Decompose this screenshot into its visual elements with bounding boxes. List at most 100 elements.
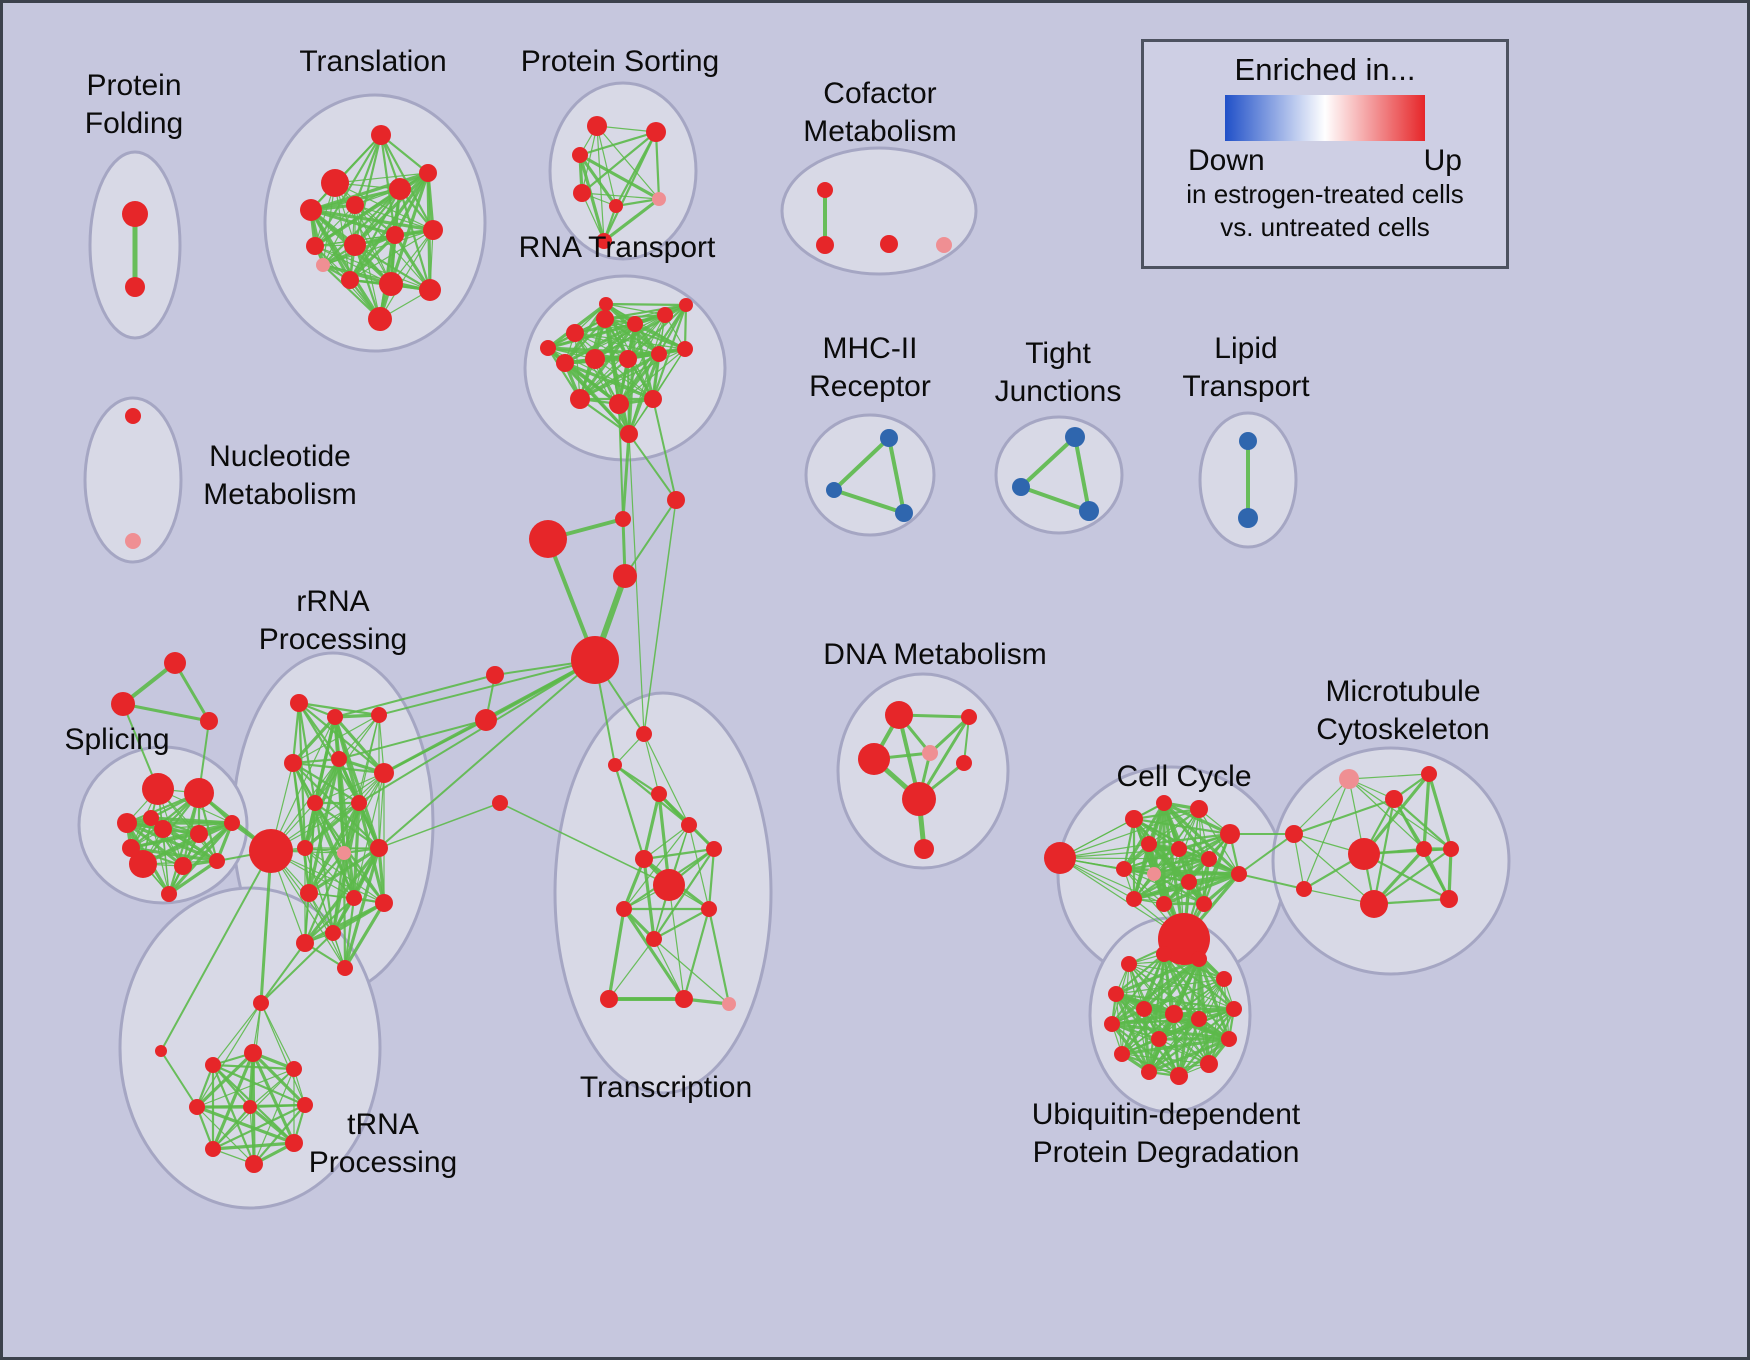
network-edge: [211, 1063, 307, 1107]
network-node: [189, 1099, 205, 1115]
network-node: [243, 1100, 257, 1114]
network-node: [1156, 795, 1172, 811]
network-edge: [1348, 773, 1430, 780]
network-edge: [1110, 957, 1201, 1026]
network-node: [636, 726, 652, 742]
network-edge: [1177, 1017, 1201, 1078]
network-edge: [613, 763, 646, 861]
network-edge: [1122, 801, 1166, 871]
network-node: [205, 1141, 221, 1157]
network-edge: [605, 303, 686, 350]
network-edge: [1293, 778, 1350, 835]
network-edge: [195, 1051, 255, 1109]
network-node: [1216, 971, 1232, 987]
legend-gradient-bar: [1225, 95, 1425, 141]
cluster-label: Nucleotide: [209, 440, 351, 473]
network-node: [556, 354, 574, 372]
network-node: [620, 425, 638, 443]
network-node: [419, 279, 441, 301]
cluster-ellipse-cofactor-metabolism: [780, 146, 978, 276]
network-node: [571, 636, 619, 684]
network-edge: [626, 303, 688, 361]
network-edge: [314, 245, 431, 291]
network-edge: [547, 314, 666, 349]
cluster-label: Processing: [259, 623, 407, 656]
network-node: [475, 709, 497, 731]
network-edge: [260, 1002, 306, 1106]
network-node: [200, 712, 218, 730]
network-node: [681, 817, 697, 833]
cluster-label: Tight: [1025, 337, 1091, 370]
network-node: [1190, 800, 1208, 818]
network-node: [375, 894, 393, 912]
network-edge: [1147, 832, 1232, 846]
network-node: [253, 995, 269, 1011]
network-edge: [149, 816, 234, 825]
network-node: [817, 182, 833, 198]
network-edge: [643, 733, 690, 826]
network-edge: [1372, 847, 1453, 906]
network-edge: [211, 1051, 255, 1151]
network-node: [1079, 501, 1099, 521]
cluster-label: Cofactor: [823, 77, 936, 110]
network-edge: [389, 171, 430, 286]
network-node: [596, 233, 612, 249]
network-node: [615, 511, 631, 527]
network-edge: [309, 208, 382, 321]
network-edge: [574, 332, 581, 400]
network-node: [423, 220, 443, 240]
network-edge: [832, 436, 891, 492]
network-node: [1191, 1011, 1207, 1027]
cluster-label: Protein Sorting: [521, 45, 719, 78]
network-edge: [617, 352, 661, 406]
network-edge: [618, 403, 624, 520]
network-edge: [297, 701, 317, 805]
network-node: [1360, 890, 1388, 918]
network-edge: [1073, 435, 1091, 513]
network-node: [143, 810, 159, 826]
network-node: [341, 271, 359, 289]
network-node: [344, 234, 366, 256]
network-edge: [1362, 852, 1451, 901]
network-node: [1141, 836, 1157, 852]
network-edge: [378, 802, 501, 849]
network-edge: [1147, 1017, 1201, 1074]
network-edge: [338, 719, 487, 760]
network-node: [154, 820, 172, 838]
network-edge: [1123, 868, 1205, 905]
network-node: [652, 192, 666, 206]
network-node: [1141, 1064, 1157, 1080]
network-edge: [1110, 952, 1166, 1026]
network-node: [858, 743, 890, 775]
network-edge: [125, 821, 185, 868]
network-edge: [260, 1002, 295, 1070]
cluster-label: Ubiquitin-dependent: [1032, 1098, 1301, 1131]
network-edge: [211, 1063, 252, 1109]
network-edge: [321, 187, 402, 267]
network-node: [111, 692, 135, 716]
network-node: [379, 272, 403, 296]
cluster-label: Metabolism: [203, 478, 356, 511]
network-node: [327, 709, 343, 725]
network-edge: [313, 801, 356, 900]
network-node: [573, 184, 591, 202]
network-edge: [309, 208, 435, 232]
network-edge: [607, 907, 626, 1001]
network-node: [956, 755, 972, 771]
network-node: [285, 1134, 303, 1152]
network-edge: [307, 846, 381, 895]
network-edge: [652, 907, 711, 941]
network-node: [722, 997, 736, 1011]
network-edge: [1114, 952, 1166, 996]
network-edge: [1348, 778, 1452, 850]
network-node: [205, 1057, 221, 1073]
cluster-ellipse-microtubule-cytoskeleton: [1271, 746, 1511, 976]
network-edge: [546, 346, 661, 356]
network-node: [529, 520, 567, 558]
network-node: [1126, 891, 1142, 907]
network-node: [1181, 874, 1197, 890]
network-node: [599, 297, 613, 311]
network-edge: [358, 659, 596, 804]
network-node: [346, 890, 362, 906]
network-node: [651, 346, 667, 362]
